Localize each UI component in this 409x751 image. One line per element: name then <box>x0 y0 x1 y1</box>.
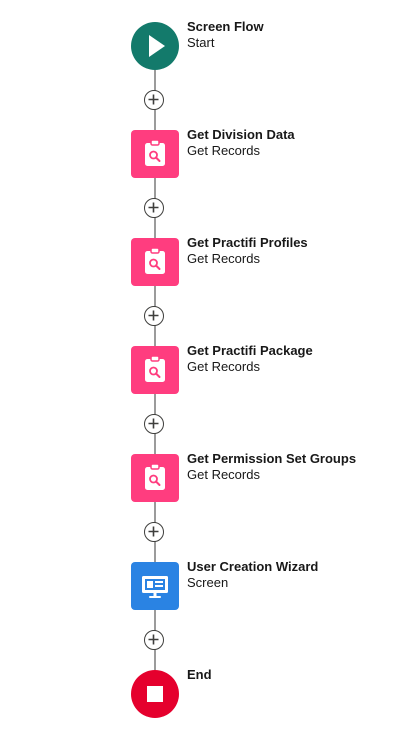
node-title: Get Division Data <box>187 127 295 142</box>
play-icon <box>149 35 165 57</box>
node-title: Screen Flow <box>187 19 264 34</box>
get-division-data-node-icon[interactable] <box>131 130 179 178</box>
end-node-icon[interactable] <box>131 670 179 718</box>
clipboard-search-icon <box>145 139 165 166</box>
get-practifi-package-node-label[interactable]: Get Practifi Package Get Records <box>187 343 402 375</box>
get-permission-set-groups-node-label[interactable]: Get Permission Set Groups Get Records <box>187 451 402 483</box>
clipboard-search-icon <box>145 247 165 274</box>
add-element-button[interactable] <box>144 90 164 110</box>
plus-icon <box>148 310 159 321</box>
start-node-label[interactable]: Screen Flow Start <box>187 19 402 51</box>
screen-icon <box>142 576 168 598</box>
node-title: User Creation Wizard <box>187 559 319 574</box>
add-element-button[interactable] <box>144 306 164 326</box>
get-division-data-node-label[interactable]: Get Division Data Get Records <box>187 127 402 159</box>
get-practifi-package-node-icon[interactable] <box>131 346 179 394</box>
node-title: End <box>187 667 212 682</box>
node-subtitle: Get Records <box>187 143 260 158</box>
end-node-label[interactable]: End <box>187 667 402 683</box>
plus-icon <box>148 202 159 213</box>
start-node-icon[interactable] <box>131 22 179 70</box>
node-title: Get Permission Set Groups <box>187 451 357 466</box>
add-element-button[interactable] <box>144 414 164 434</box>
stop-icon <box>147 686 163 702</box>
get-permission-set-groups-node-icon[interactable] <box>131 454 179 502</box>
node-title: Get Practifi Package <box>187 343 313 358</box>
node-title: Get Practifi Profiles <box>187 235 308 250</box>
node-subtitle: Get Records <box>187 359 260 374</box>
get-practifi-profiles-node-label[interactable]: Get Practifi Profiles Get Records <box>187 235 402 267</box>
plus-icon <box>148 634 159 645</box>
clipboard-search-icon <box>145 463 165 490</box>
node-subtitle: Screen <box>187 575 229 590</box>
get-practifi-profiles-node-icon[interactable] <box>131 238 179 286</box>
add-element-button[interactable] <box>144 630 164 650</box>
plus-icon <box>148 418 159 429</box>
node-subtitle: Start <box>187 35 215 50</box>
user-creation-wizard-node-icon[interactable] <box>131 562 179 610</box>
node-subtitle: Get Records <box>187 467 260 482</box>
plus-icon <box>148 94 159 105</box>
plus-icon <box>148 526 159 537</box>
user-creation-wizard-node-label[interactable]: User Creation Wizard Screen <box>187 559 402 591</box>
clipboard-search-icon <box>145 355 165 382</box>
add-element-button[interactable] <box>144 198 164 218</box>
node-subtitle: Get Records <box>187 251 260 266</box>
add-element-button[interactable] <box>144 522 164 542</box>
